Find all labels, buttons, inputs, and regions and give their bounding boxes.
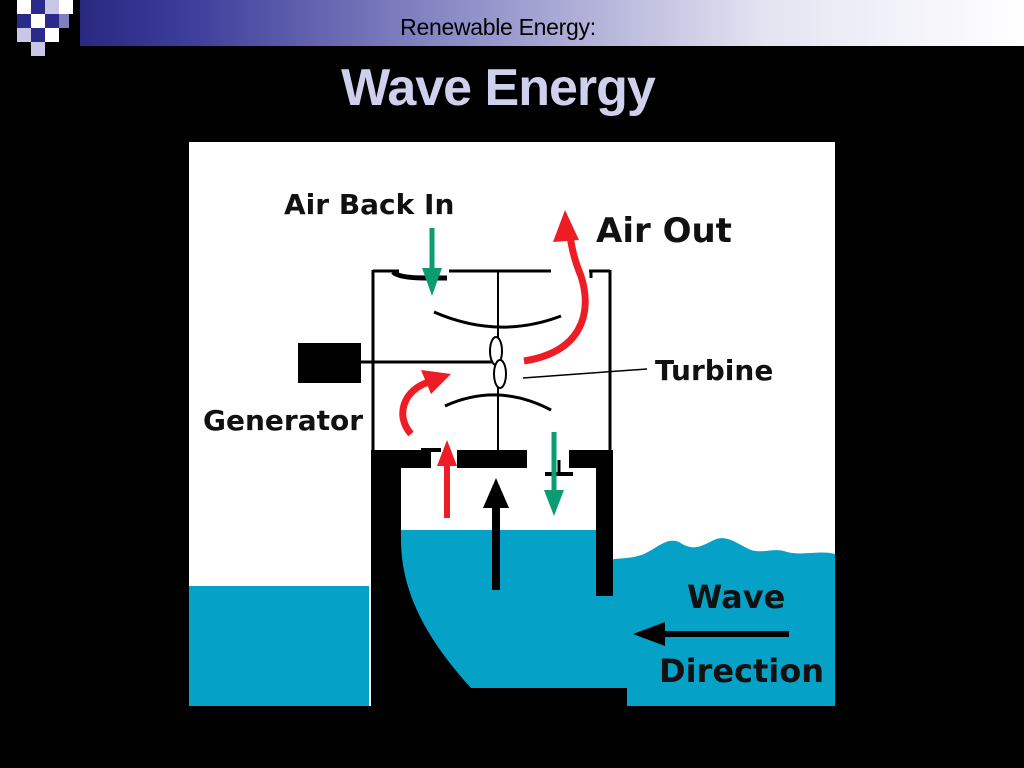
slide-logo xyxy=(0,0,80,62)
turbine-pointer xyxy=(522,368,648,379)
inner-air-arrow-shaft xyxy=(399,378,431,437)
label-turbine: Turbine xyxy=(655,354,773,387)
air-out-arrow-shaft xyxy=(523,230,589,365)
upper-guide-vane xyxy=(433,310,562,329)
top-flap xyxy=(391,270,447,281)
generator-box xyxy=(298,343,361,383)
chamber-top-right xyxy=(569,450,613,468)
wave-energy-diagram: Air Back In Air Out Turbine Generator Wa… xyxy=(189,142,835,706)
label-direction: Direction xyxy=(659,652,824,690)
water-left xyxy=(189,586,369,706)
turbine-blade-bottom xyxy=(493,359,507,389)
air-in-arrow-head xyxy=(422,268,442,296)
water-rise-arrow-head xyxy=(483,478,509,508)
slide-title: Wave Energy xyxy=(341,59,656,117)
chamber-top-left xyxy=(371,450,431,468)
chamber-right-wall xyxy=(596,450,613,596)
label-air-out: Air Out xyxy=(596,211,732,251)
wave-direction-arrow-head xyxy=(633,622,665,646)
header-bar xyxy=(0,0,1024,46)
air-up-arrow-head xyxy=(437,440,457,466)
chamber-top-middle xyxy=(457,450,527,468)
diagram-canvas: Air Back In Air Out Turbine Generator Wa… xyxy=(189,188,835,706)
label-generator: Generator xyxy=(203,404,363,437)
water-right xyxy=(397,530,835,706)
air-out-arrow-head xyxy=(553,210,579,242)
label-air-back-in: Air Back In xyxy=(284,188,454,221)
chamber-left-wall xyxy=(371,450,627,706)
air-down-arrow-head xyxy=(544,490,564,516)
label-wave: Wave xyxy=(687,578,785,616)
inner-air-arrow-head xyxy=(421,370,451,394)
header-title: Renewable Energy: xyxy=(400,14,596,40)
lower-guide-vane xyxy=(444,393,552,412)
